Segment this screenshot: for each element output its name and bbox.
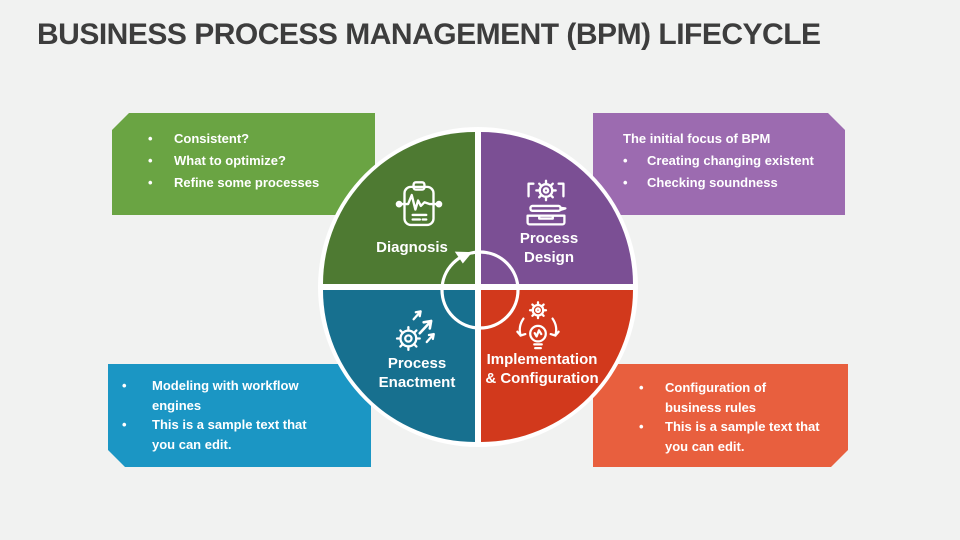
quadrant-label-diagnosis: Diagnosis: [376, 239, 448, 256]
callout-implementation: Configuration of business rules This is …: [593, 364, 848, 467]
gear-laptop-icon: [526, 179, 567, 226]
quadrant-label-implementation: Implementation & Configuration: [485, 351, 599, 387]
clipboard-pulse-icon: [395, 181, 443, 227]
list-item: Modeling with workflow engines: [122, 376, 365, 415]
bullet-text: Refine some processes: [174, 175, 320, 190]
bullet-text: Modeling with workflow engines: [152, 378, 299, 413]
list-item: Checking soundness: [623, 172, 839, 194]
quadrant-label-process-enactment: Process Enactment: [378, 355, 456, 391]
bullet-text: Configuration of business rules: [665, 380, 767, 415]
callout-process-enactment: Modeling with workflow engines This is a…: [108, 364, 371, 467]
callout-process-enactment-list: Modeling with workflow engines This is a…: [122, 376, 365, 454]
list-item: Refine some processes: [148, 172, 367, 194]
page-title: BUSINESS PROCESS MANAGEMENT (BPM) LIFECY…: [37, 18, 821, 51]
clockwise-cycle-arrow-icon: [440, 250, 520, 330]
list-item: This is a sample text that you can edit.: [122, 415, 365, 454]
callout-implementation-list: Configuration of business rules This is …: [639, 378, 842, 456]
bullet-text: Checking soundness: [647, 175, 778, 190]
bullet-text: What to optimize?: [174, 153, 286, 168]
list-item: Creating changing existent: [623, 150, 839, 172]
callout-diagnosis-list: Consistent? What to optimize? Refine som…: [148, 128, 367, 194]
callout-diagnosis: Consistent? What to optimize? Refine som…: [112, 113, 375, 215]
list-item: Consistent?: [148, 128, 367, 150]
bullet-text: This is a sample text that you can edit.: [665, 419, 820, 454]
bpm-cycle-diagram: Diagnosis Process Design Process Enactme…: [323, 132, 633, 442]
list-item: Configuration of business rules: [639, 378, 842, 417]
bullet-text: Creating changing existent: [647, 153, 814, 168]
callout-process-design-list: Creating changing existent Checking soun…: [623, 150, 839, 194]
callout-process-design: The initial focus of BPM Creating changi…: [593, 113, 845, 215]
bullet-text: This is a sample text that you can edit.: [152, 417, 307, 452]
gear-arrows-icon: [395, 310, 435, 352]
quadrant-label-process-design: Process Design: [519, 230, 579, 266]
callout-heading: The initial focus of BPM: [623, 131, 771, 146]
list-item: What to optimize?: [148, 150, 367, 172]
list-item: This is a sample text that you can edit.: [639, 417, 842, 456]
cycle-gear-bulb-icon: [516, 301, 560, 350]
bullet-text: Consistent?: [174, 131, 250, 146]
